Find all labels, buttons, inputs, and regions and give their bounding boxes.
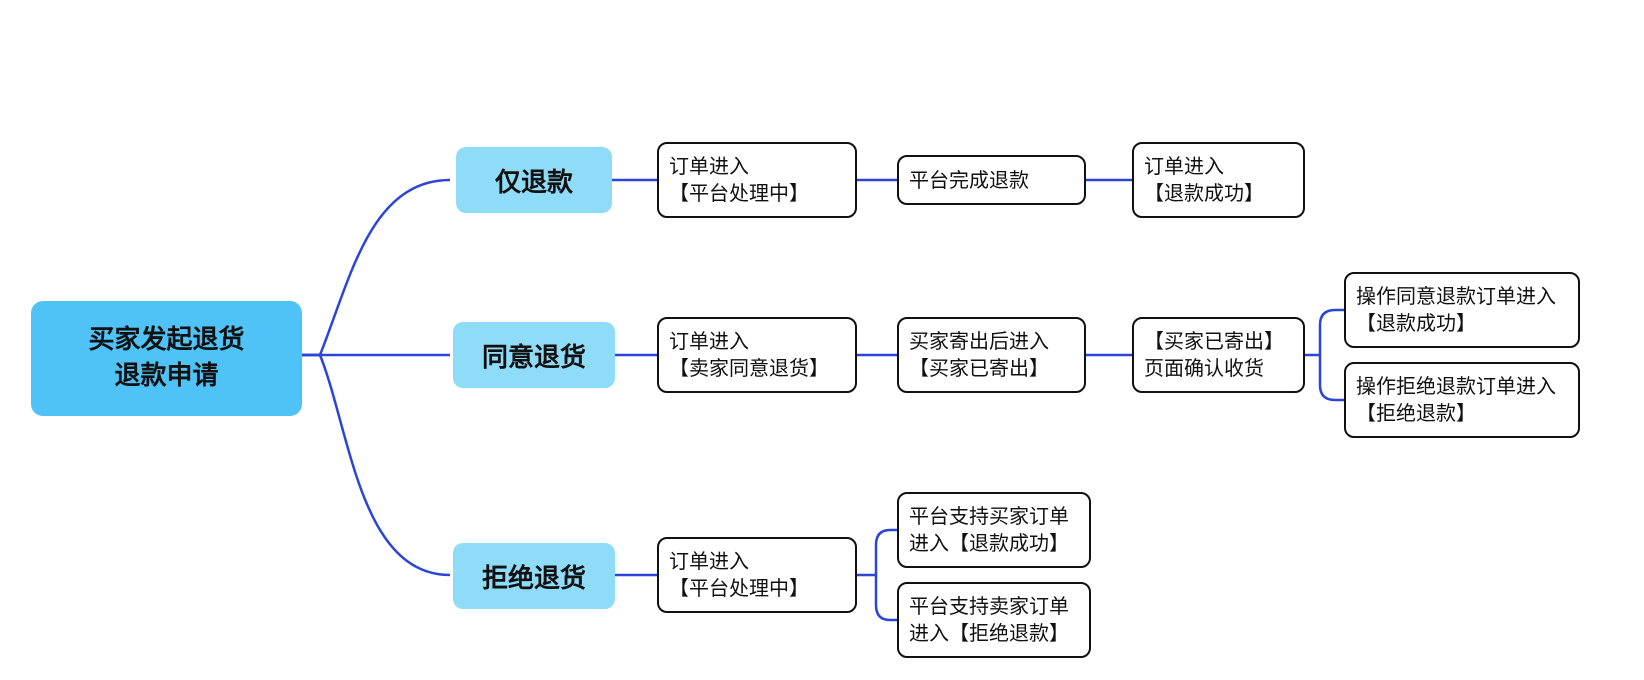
- branch-agree-return: 同意退货: [453, 322, 615, 388]
- b3-outcome-seller-supported: 平台支持卖家订单 进入【拒绝退款】: [897, 582, 1091, 658]
- connector-b3-outcomes: [857, 528, 897, 622]
- branch-reject-return: 拒绝退货: [453, 543, 615, 609]
- connector-b2-outcomes: [1305, 308, 1344, 402]
- branch-refund-only: 仅退款: [456, 147, 612, 213]
- b2-outcome-refund-rejected: 操作拒绝退款订单进入 【拒绝退款】: [1344, 362, 1580, 438]
- b3-step-platform-processing: 订单进入 【平台处理中】: [657, 537, 857, 613]
- connector-root-branch-3: [302, 353, 451, 577]
- b2-outcome-refund-success: 操作同意退款订单进入 【退款成功】: [1344, 272, 1580, 348]
- root-node: 买家发起退货 退款申请: [31, 301, 302, 416]
- connector-root-branch-1: [302, 178, 451, 357]
- b2-step-seller-agrees: 订单进入 【卖家同意退货】: [657, 317, 857, 393]
- b1-step-platform-processing: 订单进入 【平台处理中】: [657, 142, 857, 218]
- b1-step-refund-success: 订单进入 【退款成功】: [1132, 142, 1305, 218]
- b1-step-platform-refund: 平台完成退款: [897, 155, 1086, 205]
- b2-step-buyer-shipped: 买家寄出后进入 【买家已寄出】: [897, 317, 1086, 393]
- b2-step-confirm-receipt: 【买家已寄出】 页面确认收货: [1132, 317, 1305, 393]
- b3-outcome-buyer-supported: 平台支持买家订单 进入【退款成功】: [897, 492, 1091, 568]
